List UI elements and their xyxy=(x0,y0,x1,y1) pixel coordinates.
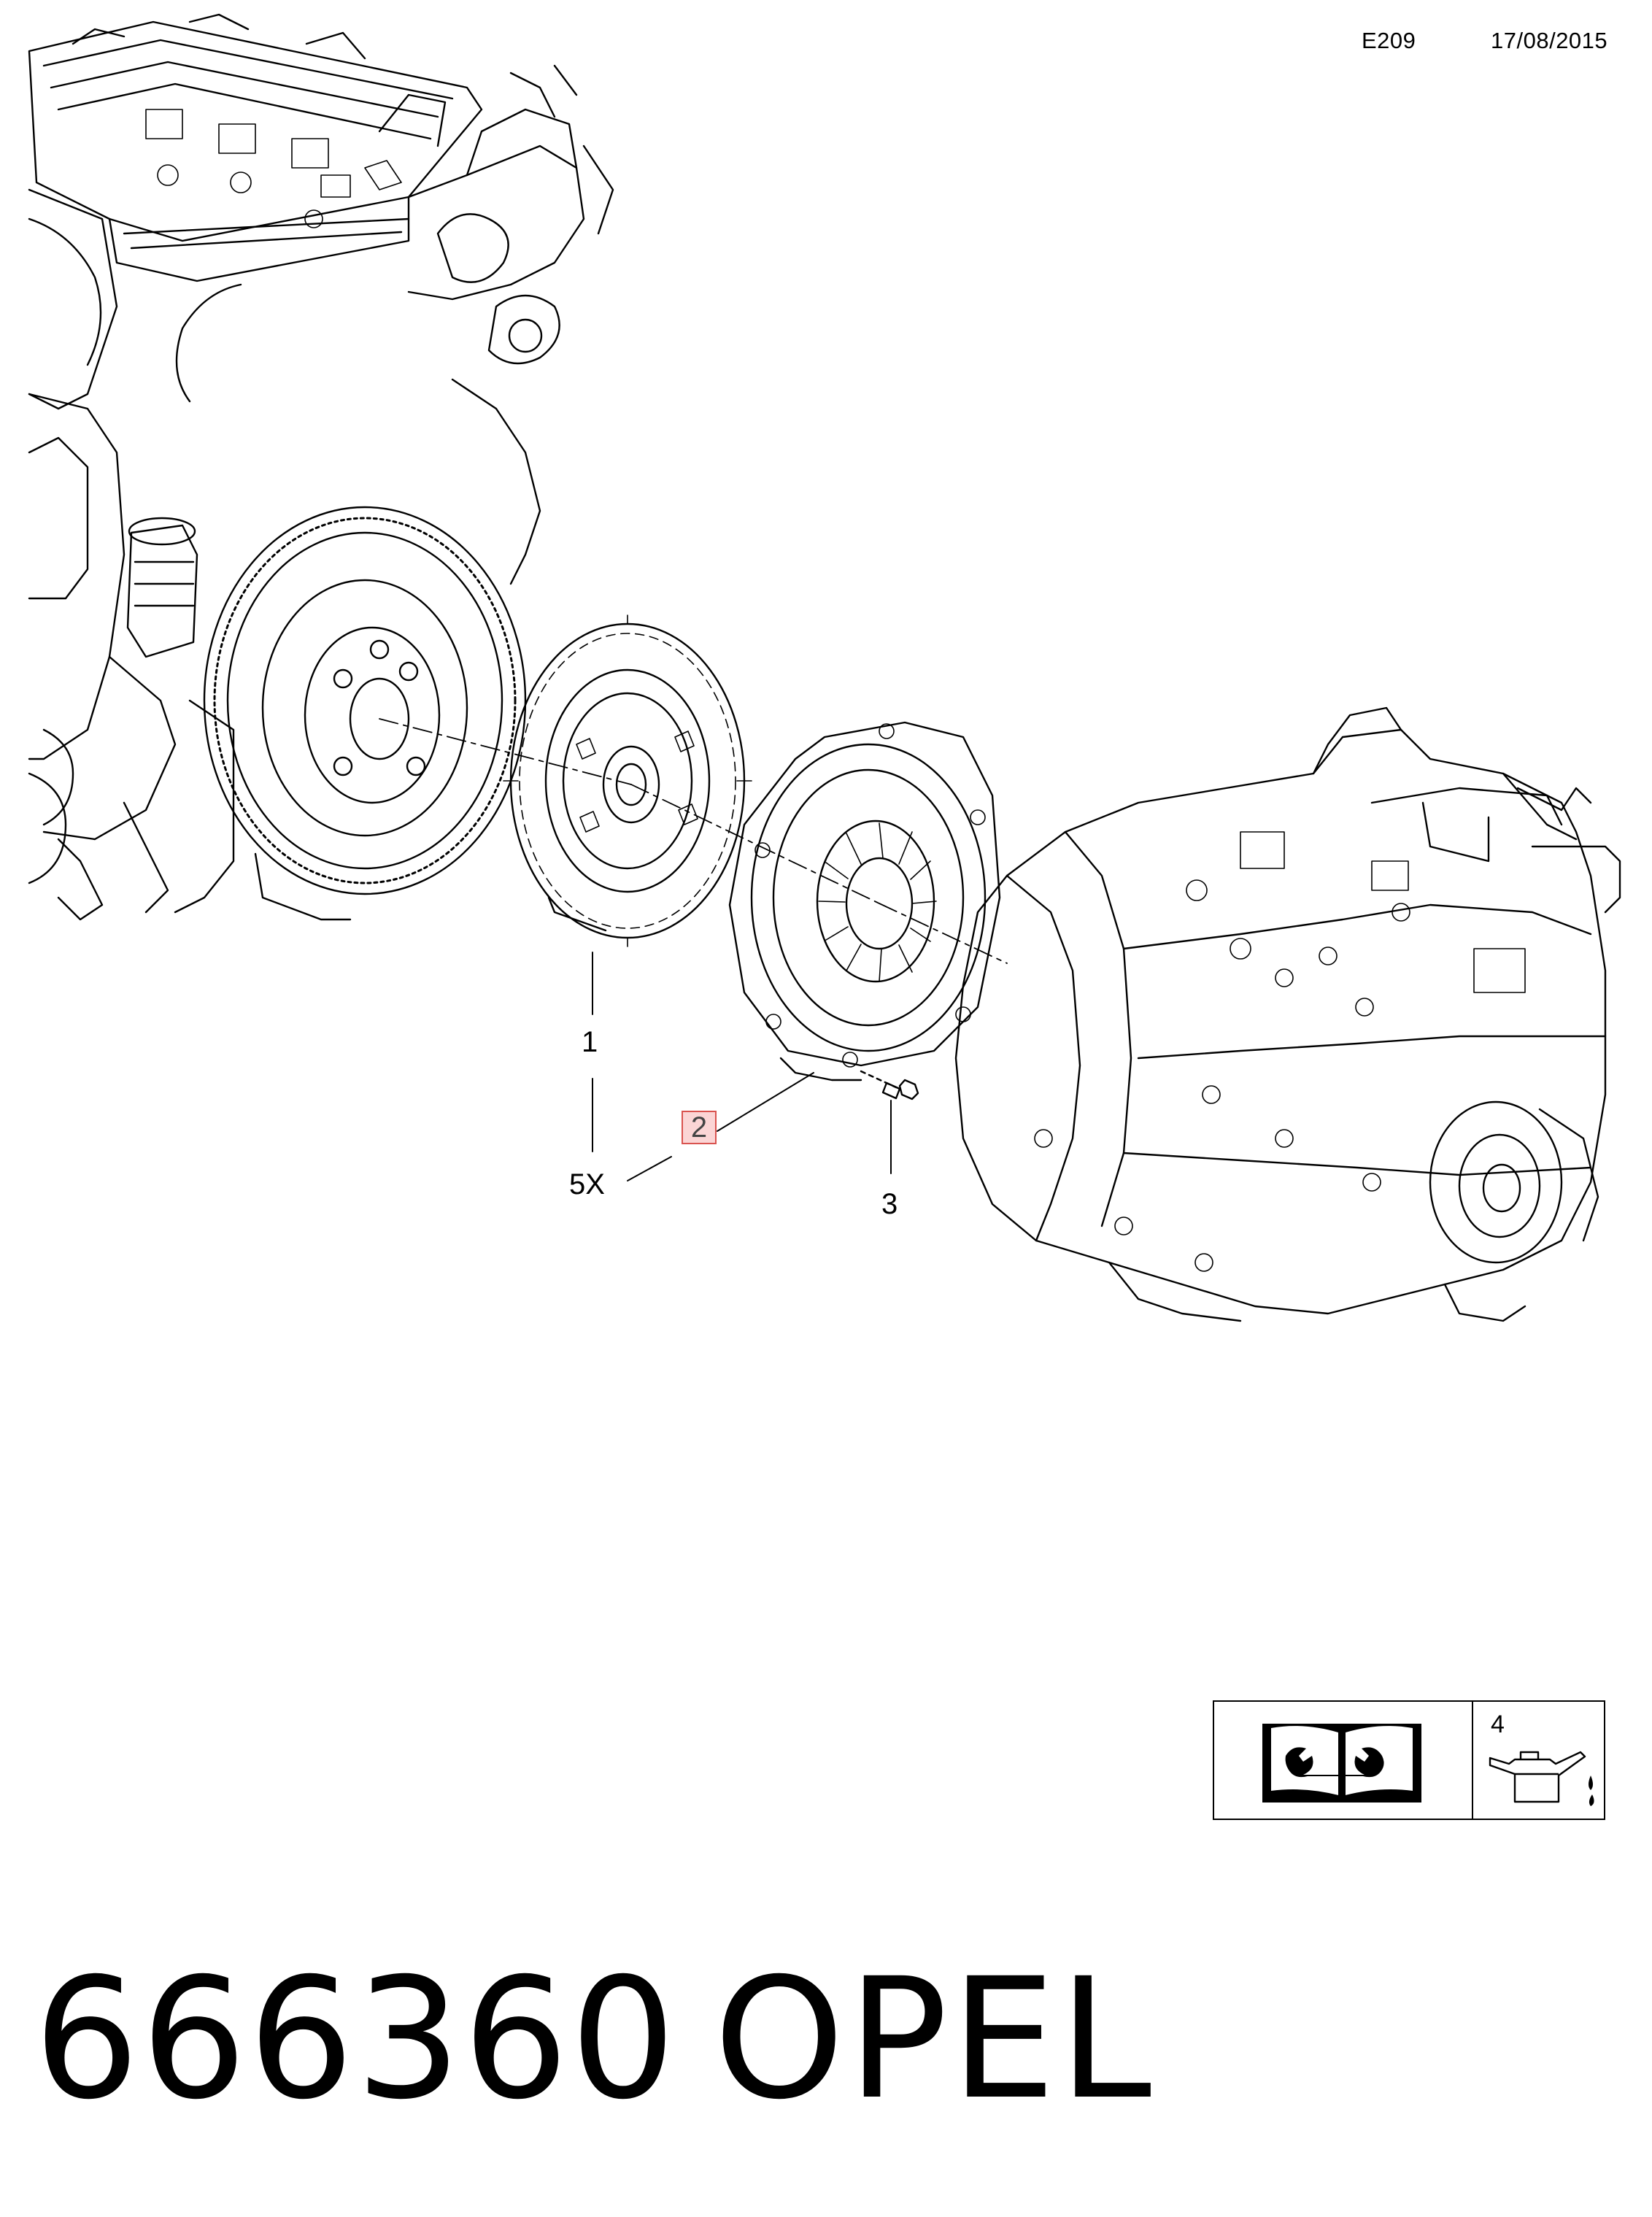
callout-1[interactable]: 1 xyxy=(582,1026,598,1058)
center-axis-lines xyxy=(379,718,1008,964)
transmission-illustration xyxy=(954,706,1621,1322)
flywheel-illustration xyxy=(203,506,527,921)
leader-lines xyxy=(592,952,892,1181)
callout-quantity-5x: 5X xyxy=(569,1168,605,1200)
diagram-date: 17/08/2015 xyxy=(1491,28,1608,53)
repair-manual-icon xyxy=(1262,1724,1421,1802)
pressure-plate-illustration xyxy=(728,721,1001,1081)
oil-can-icon xyxy=(1489,1751,1594,1806)
engine-illustration xyxy=(28,13,614,921)
brand-name: OPEL xyxy=(714,1942,1155,2136)
exploded-clutch-drawing xyxy=(28,13,1621,1322)
legend-divider xyxy=(1472,1702,1473,1819)
bolt-illustration xyxy=(860,1070,919,1100)
part-number: 666360 xyxy=(34,1942,678,2136)
diagram-code: E209 xyxy=(1362,28,1416,53)
callout-3[interactable]: 3 xyxy=(881,1188,898,1220)
clutch-disc-illustration xyxy=(503,614,752,947)
legend-icon-box: 4 xyxy=(1213,1700,1605,1820)
callout-2-highlighted[interactable]: 2 xyxy=(682,1111,717,1144)
oil-callout-label: 4 xyxy=(1491,1711,1505,1738)
